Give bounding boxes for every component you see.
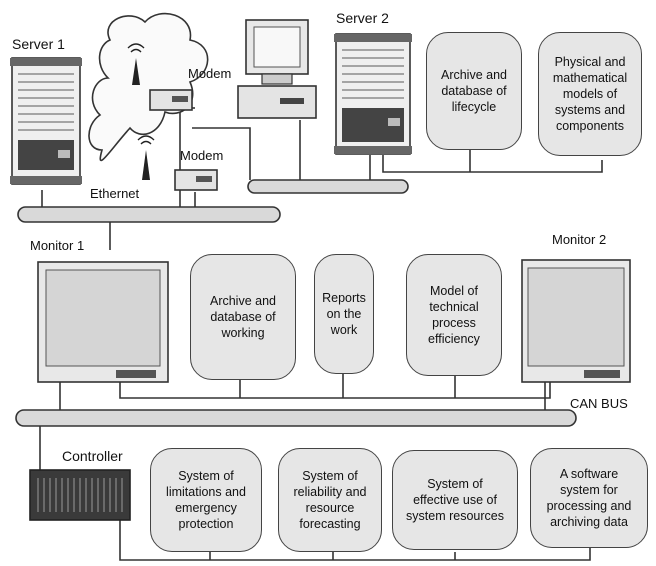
controller-label: Controller [62,448,123,464]
limitations-box: System of limitations and emergency prot… [150,448,262,552]
monitor2-icon [521,259,631,383]
monitor2-label: Monitor 2 [552,232,607,247]
server1-icon [10,57,82,185]
workstation-icon [237,19,317,119]
canbus-label: CAN BUS [570,396,628,411]
ethernet-bus [17,206,281,223]
software-system-box: A software system for processing and arc… [530,448,648,548]
effective-use-box: System of effective use of system resour… [392,450,518,550]
archive-lifecycle-box: Archive and database of lifecycle [426,32,522,150]
server1-label: Server 1 [12,36,65,52]
modem1-label: Modem [188,66,232,81]
monitor1-icon [37,261,169,383]
connection-lines [39,107,603,561]
modem-icon [149,89,193,111]
archive-working-box: Archive and database of working [190,254,296,380]
reports-box: Reports on the work [314,254,374,374]
server2-icon [334,33,412,155]
modem2-label: Modem [180,148,224,163]
antenna-icon [127,43,145,85]
cloud-shape [88,12,209,162]
physical-models-box: Physical and mathematical models of syst… [538,32,642,156]
antenna-icon [137,135,155,180]
ethernet-label: Ethernet [90,186,140,201]
can-bus [15,409,577,427]
reliability-box: System of reliability and resource forec… [278,448,382,552]
modem-icon [174,169,218,191]
monitor1-label: Monitor 1 [30,238,85,253]
controller-icon [29,469,131,521]
model-efficiency-box: Model of technical process efficiency [406,254,502,376]
server2-label: Server 2 [336,10,389,26]
server2-bus [247,179,409,194]
